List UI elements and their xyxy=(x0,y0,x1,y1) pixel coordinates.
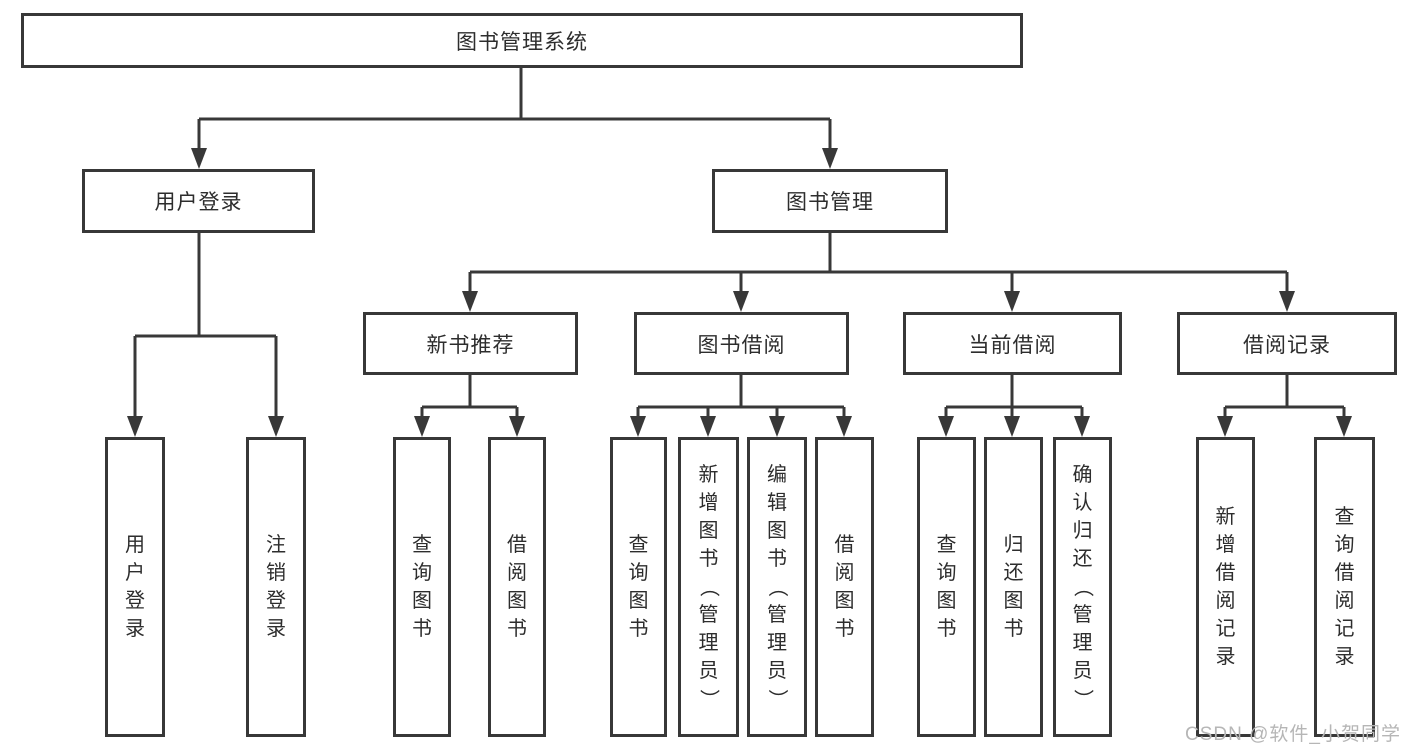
node-root: 图书管理系统 xyxy=(21,13,1023,68)
arrowhead-icon xyxy=(127,416,143,437)
leaf-confirm-return-admin: 确认归还（管理员） xyxy=(1053,437,1112,737)
arrowhead-icon xyxy=(822,148,838,169)
arrowhead-icon xyxy=(1004,416,1020,437)
arrowhead-icon xyxy=(1279,291,1295,312)
arrowhead-icon xyxy=(509,416,525,437)
leaf-add-borrow-record: 新增借阅记录 xyxy=(1196,437,1255,737)
arrowhead-icon xyxy=(191,148,207,169)
leaf-query-book-recommend: 查询图书 xyxy=(393,437,451,737)
arrowhead-icon xyxy=(1336,416,1352,437)
arrowhead-icon xyxy=(836,416,852,437)
arrowhead-icon xyxy=(630,416,646,437)
leaf-logout: 注销登录 xyxy=(246,437,306,737)
arrowhead-icon xyxy=(1004,291,1020,312)
node-new-book-recommend: 新书推荐 xyxy=(363,312,578,375)
leaf-edit-book-admin: 编辑图书（管理员） xyxy=(747,437,807,737)
arrowhead-icon xyxy=(268,416,284,437)
node-current-borrow: 当前借阅 xyxy=(903,312,1122,375)
csdn-watermark: CSDN @软件_小贺同学 xyxy=(1185,724,1401,745)
arrowhead-icon xyxy=(462,291,478,312)
arrowhead-icon xyxy=(1217,416,1233,437)
node-borrow-records: 借阅记录 xyxy=(1177,312,1397,375)
arrowhead-icon xyxy=(700,416,716,437)
leaf-borrow-book-recommend: 借阅图书 xyxy=(488,437,546,737)
leaf-query-book-current: 查询图书 xyxy=(917,437,976,737)
leaf-borrow-book: 借阅图书 xyxy=(815,437,874,737)
arrowhead-icon xyxy=(733,291,749,312)
arrowhead-icon xyxy=(938,416,954,437)
leaf-add-book-admin: 新增图书（管理员） xyxy=(678,437,739,737)
leaf-return-book: 归还图书 xyxy=(984,437,1043,737)
node-book-borrow: 图书借阅 xyxy=(634,312,849,375)
arrowhead-icon xyxy=(414,416,430,437)
node-user-login: 用户登录 xyxy=(82,169,315,233)
node-book-management: 图书管理 xyxy=(712,169,948,233)
arrowhead-icon xyxy=(769,416,785,437)
arrowhead-icon xyxy=(1074,416,1090,437)
leaf-query-borrow-record: 查询借阅记录 xyxy=(1314,437,1375,737)
leaf-query-book-borrow: 查询图书 xyxy=(610,437,667,737)
leaf-user-login: 用户登录 xyxy=(105,437,165,737)
